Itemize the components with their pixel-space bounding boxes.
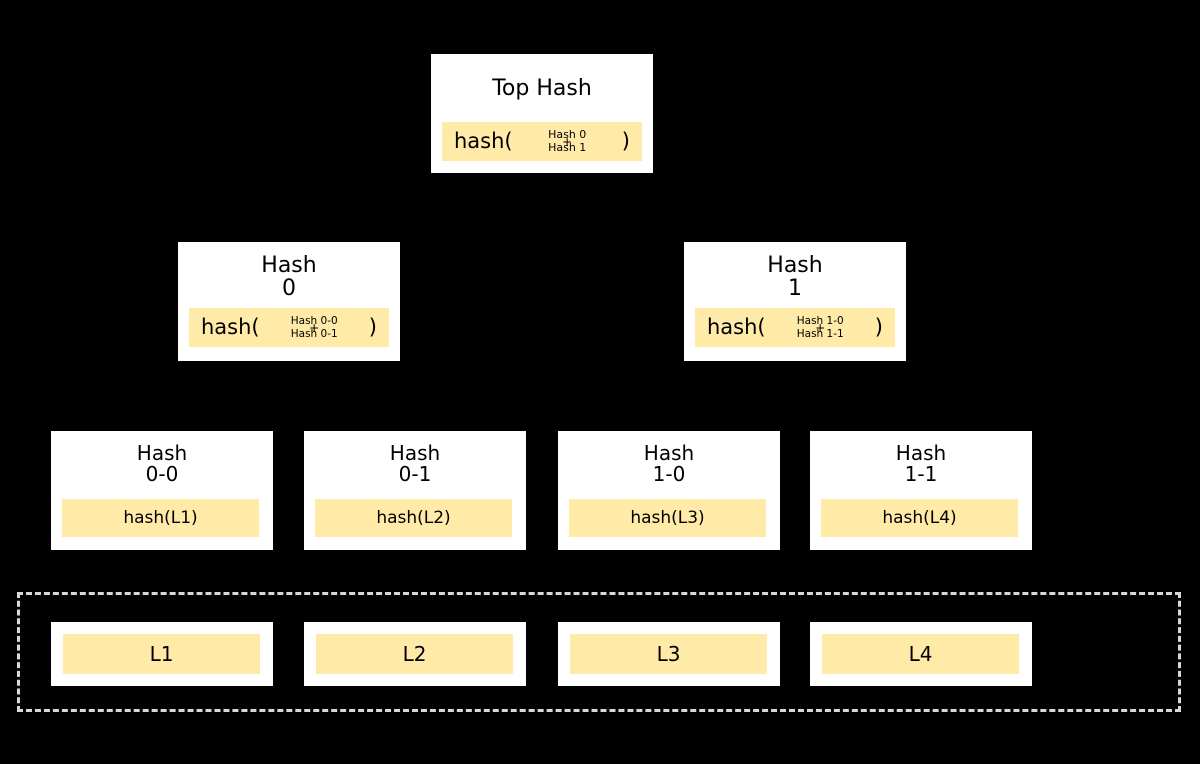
node-hash-1-title: Hash 1 xyxy=(767,253,823,302)
node-hash-0: Hash 0 hash( Hash 0-0 Hash 0-1 + ) xyxy=(178,242,400,361)
node-hash-1-0-title: Hash 1-0 xyxy=(643,441,695,486)
node-hash-1-formula: hash( Hash 1-0 Hash 1-1 + ) xyxy=(695,308,895,347)
node-hash-0-title: Hash 0 xyxy=(261,253,317,302)
node-hash-1-1-formula: hash(L4) xyxy=(821,499,1018,537)
hash-open-paren: hash( xyxy=(707,315,766,339)
node-hash-0-formula: hash( Hash 0-0 Hash 0-1 + ) xyxy=(189,308,389,347)
edge-hash0-to-hash00 xyxy=(157,361,290,432)
node-top-hash: Top Hash hash( Hash 0 Hash 1 + ) xyxy=(431,54,653,173)
edge-top-to-hash0 xyxy=(284,173,543,243)
plus-symbol: + xyxy=(815,320,826,335)
node-top-hash-title: Top Hash xyxy=(492,76,592,101)
plus-symbol: + xyxy=(309,320,320,335)
edge-hash1-to-hash10 xyxy=(664,361,796,432)
data-block-l4-label: L4 xyxy=(822,634,1019,674)
node-hash-1-1: Hash 1-1 hash(L4) xyxy=(810,431,1032,550)
node-hash-0-0-title: Hash 0-0 xyxy=(136,441,188,486)
node-hash-0-1: Hash 0-1 hash(L2) xyxy=(304,431,526,550)
node-hash-1-0-formula: hash(L3) xyxy=(569,499,766,537)
hash-arguments: Hash 0-0 Hash 0-1 + xyxy=(291,315,338,340)
hash-argument-2: Hash 1 xyxy=(548,140,587,154)
hash-argument-1: Hash 0-0 xyxy=(290,315,338,328)
data-block-l2-label: L2 xyxy=(316,634,513,674)
edge-hash0-to-hash01 xyxy=(288,361,420,432)
data-block-l3-label: L3 xyxy=(570,634,767,674)
node-hash-1-0: Hash 1-0 hash(L3) xyxy=(558,431,780,550)
node-hash-0-0: Hash 0-0 hash(L1) xyxy=(51,431,273,550)
edge-hash1-to-hash11 xyxy=(794,361,926,432)
node-top-hash-formula: hash( Hash 0 Hash 1 + ) xyxy=(442,122,642,161)
hash-argument-2: Hash 1-1 xyxy=(796,327,844,340)
data-block-l1-label: L1 xyxy=(63,634,260,674)
hash-argument-2: Hash 0-1 xyxy=(290,327,338,340)
hash-close-paren: ) xyxy=(368,315,377,339)
data-block-l1: L1 xyxy=(51,622,273,686)
node-hash-1-1-title: Hash 1-1 xyxy=(895,441,947,486)
node-hash-0-0-formula: hash(L1) xyxy=(62,499,259,537)
plus-symbol: + xyxy=(562,134,573,149)
hash-argument-1: Hash 0 xyxy=(548,127,587,141)
data-block-l4: L4 xyxy=(810,622,1032,686)
hash-arguments: Hash 0 Hash 1 + xyxy=(548,127,587,155)
node-hash-0-1-formula: hash(L2) xyxy=(315,499,512,537)
hash-close-paren: ) xyxy=(874,315,883,339)
hash-open-paren: hash( xyxy=(201,315,260,339)
data-block-l2: L2 xyxy=(304,622,526,686)
hash-open-paren: hash( xyxy=(454,129,513,153)
node-hash-0-1-title: Hash 0-1 xyxy=(389,441,441,486)
data-blocks-group xyxy=(17,592,1181,712)
data-block-l3: L3 xyxy=(558,622,780,686)
hash-arguments: Hash 1-0 Hash 1-1 + xyxy=(797,315,844,340)
edge-top-to-hash1 xyxy=(541,173,800,243)
node-hash-1: Hash 1 hash( Hash 1-0 Hash 1-1 + ) xyxy=(684,242,906,361)
hash-close-paren: ) xyxy=(621,129,630,153)
hash-argument-1: Hash 1-0 xyxy=(796,315,844,328)
